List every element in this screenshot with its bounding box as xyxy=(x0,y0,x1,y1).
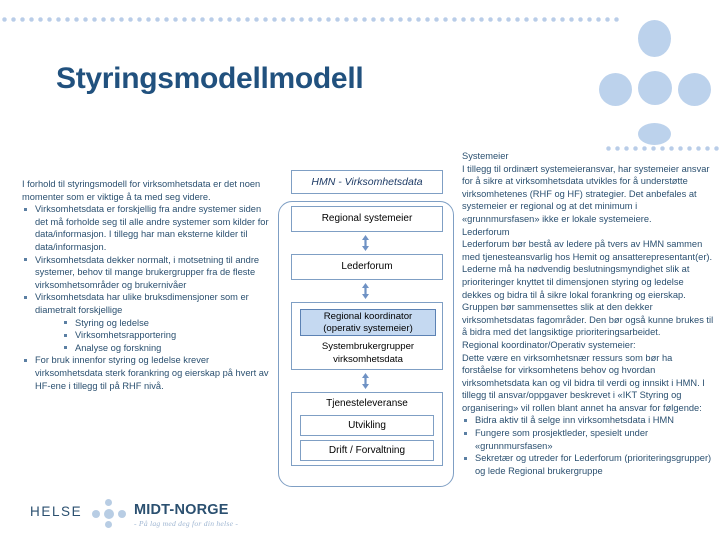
logo-text-helse: HELSE xyxy=(30,504,83,519)
section-heading-regional-koordinator: Regional koordinator/Operativ systemeier… xyxy=(462,339,636,350)
diagram-box-utvikling[interactable]: Utvikling xyxy=(300,415,434,436)
logo-dot-top xyxy=(105,499,112,506)
list-item: Styring og ledelse xyxy=(62,317,272,330)
circle-cluster-decoration xyxy=(592,18,716,145)
bullet-text: Analyse og forskning xyxy=(75,342,162,353)
bullet-text: For bruk innenfor styring og ledelse kre… xyxy=(35,355,269,391)
page-title: Styringsmodellmodell xyxy=(56,62,364,95)
diagram-box-drift-forvaltning[interactable]: Drift / Forvaltning xyxy=(300,440,434,461)
double-arrow-vertical-icon xyxy=(362,373,369,389)
list-item: Sekretær og utreder for Lederforum (prio… xyxy=(462,452,714,477)
circle-dot-left xyxy=(599,73,632,106)
list-item: For bruk innenfor styring og ledelse kre… xyxy=(22,354,272,392)
logo-dot-bottom xyxy=(105,521,112,528)
helse-midt-norge-logo: HELSE MIDT-NORGE - På lag med deg for di… xyxy=(30,497,245,533)
section-body-systemeier: I tillegg til ordinært systemeieransvar,… xyxy=(462,163,710,224)
logo-dot-left xyxy=(92,510,100,518)
circle-dot-top xyxy=(638,20,671,57)
governance-outer-frame xyxy=(278,201,454,487)
diagram-box-hmn-virksomhetsdata[interactable]: HMN - Virksomhetsdata xyxy=(291,170,443,194)
bullet-text: Styring og ledelse xyxy=(75,317,149,328)
double-arrow-vertical-icon xyxy=(362,235,369,251)
regional-koordinator-line1: Regional koordinator xyxy=(323,310,413,322)
bullet-text: Bidra aktiv til å selge inn virksomhetsd… xyxy=(475,415,674,426)
diagram-label-systembrukergrupper: Systembrukergrupper virksomhetsdata xyxy=(300,341,436,366)
section-heading-systemeier: Systemeier xyxy=(462,151,509,161)
bullet-text: Virksomhetsdata dekker normalt, i motset… xyxy=(35,254,260,290)
bullet-text: Sekretær og utreder for Lederforum (prio… xyxy=(475,453,712,476)
double-arrow-vertical-icon xyxy=(362,283,369,299)
diagram-group-tjenesteleveranse: Tjenesteleveranse Utvikling Drift / Forv… xyxy=(291,392,443,466)
logo-dot-cluster-icon xyxy=(88,499,130,529)
list-item: Virksomhetsdata er forskjellig fra andre… xyxy=(22,203,272,253)
list-item: Bidra aktiv til å selge inn virksomhetsd… xyxy=(462,414,714,427)
section-heading-lederforum: Lederforum xyxy=(462,226,510,237)
logo-text-midt-norge: MIDT-NORGE xyxy=(134,502,229,518)
section-body-lederforum: Lederforum bør bestå av ledere på tvers … xyxy=(462,239,714,338)
bullet-text: Virksomhetsdata er forskjellig fra andre… xyxy=(35,204,269,252)
diagram-box-lederforum[interactable]: Lederforum xyxy=(291,254,443,280)
diagram-group-systembrukergrupper: Regional koordinator (operativ systemeie… xyxy=(291,302,443,370)
bullet-text: Virksomhetsdata har ulike bruksdimensjon… xyxy=(35,292,249,315)
governance-diagram: HMN - Virksomhetsdata Regional systemeie… xyxy=(278,170,456,488)
systembrukergrupper-line2: virksomhetsdata xyxy=(333,353,403,365)
diagram-box-regional-systemeier[interactable]: Regional systemeier xyxy=(291,206,443,232)
right-bullet-list: Bidra aktiv til å selge inn virksomhetsd… xyxy=(462,414,714,477)
list-item: Virksomhetsdata har ulike bruksdimensjon… xyxy=(22,291,272,354)
logo-tagline: - På lag med deg for din helse - xyxy=(134,519,239,528)
list-item: Virksomhetsrapportering xyxy=(62,329,272,342)
left-text-column: I forhold til styringsmodell for virksom… xyxy=(22,178,272,392)
circle-dot-right xyxy=(678,73,711,106)
bullet-text: Virksomhetsrapportering xyxy=(75,330,177,341)
left-lead-paragraph: I forhold til styringsmodell for virksom… xyxy=(22,179,261,202)
circle-dot-bottom xyxy=(638,123,671,145)
list-item: Analyse og forskning xyxy=(62,342,272,355)
diagram-box-regional-koordinator[interactable]: Regional koordinator (operativ systemeie… xyxy=(300,309,436,336)
dotted-rule-top xyxy=(0,17,620,22)
section-body-regional-koordinator: Dette være en virksomhetsnær ressurs som… xyxy=(462,352,705,413)
diagram-label-tjenesteleveranse: Tjenesteleveranse xyxy=(326,398,408,409)
left-bullet-list: Virksomhetsdata er forskjellig fra andre… xyxy=(22,203,272,392)
right-text-column: Systemeier I tillegg til ordinært system… xyxy=(462,150,714,477)
circle-dot-center xyxy=(638,71,672,105)
left-sub-bullet-list: Styring og ledelse Virksomhetsrapporteri… xyxy=(62,317,272,355)
dotted-rule-right xyxy=(604,146,720,151)
list-item: Fungere som prosjektleder, spesielt unde… xyxy=(462,427,714,452)
bullet-text: Fungere som prosjektleder, spesielt unde… xyxy=(475,428,649,451)
logo-dot-right xyxy=(118,510,126,518)
logo-dot-center xyxy=(104,509,114,519)
regional-koordinator-line2: (operativ systemeier) xyxy=(323,322,413,334)
systembrukergrupper-line1: Systembrukergrupper xyxy=(321,341,415,352)
list-item: Virksomhetsdata dekker normalt, i motset… xyxy=(22,254,272,292)
